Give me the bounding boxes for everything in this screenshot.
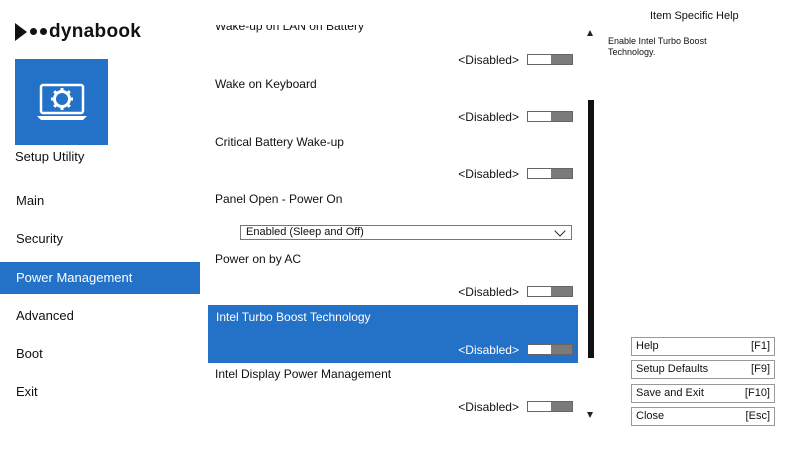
setting-value-turbo-boost: <Disabled> bbox=[458, 343, 519, 357]
close-button[interactable]: Close [Esc] bbox=[631, 407, 775, 426]
setting-label-turbo-boost: Intel Turbo Boost Technology bbox=[216, 310, 371, 324]
menu-item-advanced[interactable]: Advanced bbox=[16, 308, 74, 323]
close-key: [Esc] bbox=[745, 410, 770, 422]
setting-label-critical-battery: Critical Battery Wake-up bbox=[215, 135, 344, 149]
setup-defaults-key: [F9] bbox=[751, 363, 770, 375]
setting-value-wake-keyboard: <Disabled> bbox=[458, 110, 519, 124]
help-button-label: Help bbox=[636, 340, 659, 352]
setting-value-display-power: <Disabled> bbox=[458, 400, 519, 414]
toggle-turbo-boost[interactable] bbox=[527, 344, 573, 355]
toggle-wake-keyboard[interactable] bbox=[527, 111, 573, 122]
help-panel-title: Item Specific Help bbox=[650, 10, 739, 22]
panel-open-select-value: Enabled (Sleep and Off) bbox=[246, 226, 364, 238]
brand-name: dynabook bbox=[49, 21, 142, 42]
setup-defaults-button[interactable]: Setup Defaults [F9] bbox=[631, 360, 775, 379]
setting-label-panel-open: Panel Open - Power On bbox=[215, 192, 343, 206]
toggle-critical-battery[interactable] bbox=[527, 168, 573, 179]
setting-label-display-power: Intel Display Power Management bbox=[215, 367, 392, 381]
toggle-wake-lan-battery[interactable] bbox=[527, 54, 573, 65]
setting-value-wake-lan-battery: <Disabled> bbox=[458, 53, 519, 67]
save-and-exit-label: Save and Exit bbox=[636, 387, 704, 399]
setting-label-power-ac: Power on by AC bbox=[215, 252, 302, 266]
setting-value-power-ac: <Disabled> bbox=[458, 285, 519, 299]
save-and-exit-button[interactable]: Save and Exit [F10] bbox=[631, 384, 775, 403]
close-label: Close bbox=[636, 410, 665, 422]
setup-utility-label: Setup Utility bbox=[15, 149, 85, 164]
dynabook-logo-icon bbox=[15, 22, 49, 42]
dynabook-logo: dynabook bbox=[15, 21, 141, 43]
setup-utility-tile bbox=[15, 59, 108, 145]
setting-label-wake-keyboard: Wake on Keyboard bbox=[215, 77, 317, 91]
setting-label-wake-lan-battery: Wake-up on LAN on Battery bbox=[215, 19, 364, 33]
scrollbar-thumb[interactable] bbox=[588, 100, 594, 358]
scroll-down-arrow-icon[interactable] bbox=[587, 412, 593, 418]
help-button[interactable]: Help [F1] bbox=[631, 337, 775, 356]
help-panel-text: Enable Intel Turbo Boost Technology. bbox=[608, 36, 707, 57]
menu-item-security[interactable]: Security bbox=[16, 231, 63, 246]
setup-defaults-label: Setup Defaults bbox=[636, 363, 709, 375]
menu-item-power-management[interactable]: Power Management bbox=[0, 262, 200, 294]
setting-value-critical-battery: <Disabled> bbox=[458, 167, 519, 181]
chevron-down-icon bbox=[554, 225, 566, 237]
panel-open-select[interactable]: Enabled (Sleep and Off) bbox=[240, 225, 572, 240]
help-button-key: [F1] bbox=[751, 340, 770, 352]
menu-item-boot[interactable]: Boot bbox=[16, 346, 43, 361]
save-and-exit-key: [F10] bbox=[744, 387, 770, 399]
scroll-up-arrow-icon[interactable] bbox=[587, 30, 593, 36]
gear-laptop-icon bbox=[37, 83, 87, 120]
menu-item-exit[interactable]: Exit bbox=[16, 384, 38, 399]
selected-setting-row[interactable]: Intel Turbo Boost Technology <Disabled> bbox=[208, 305, 578, 363]
toggle-power-ac[interactable] bbox=[527, 286, 573, 297]
menu-item-main[interactable]: Main bbox=[16, 193, 45, 208]
toggle-display-power[interactable] bbox=[527, 401, 573, 412]
